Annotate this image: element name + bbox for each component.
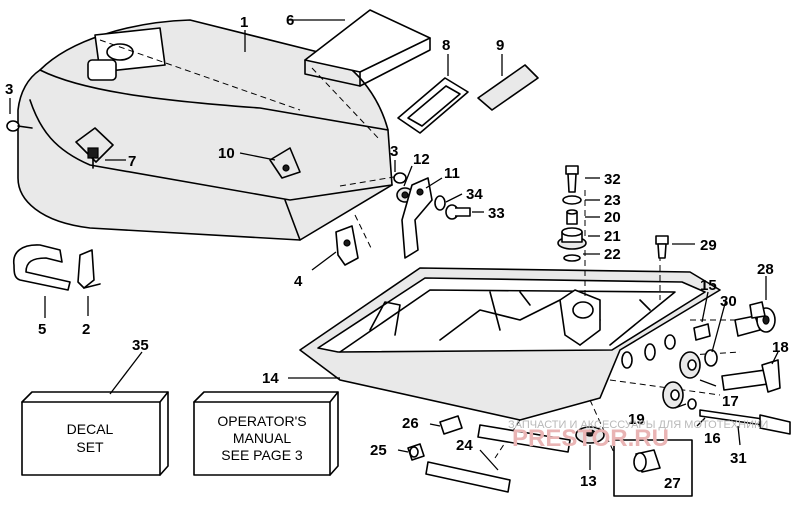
callout-29: 29 (700, 237, 717, 254)
leader-lines (9, 19, 779, 471)
callout-4: 4 (294, 273, 303, 290)
callout-16: 16 (704, 430, 721, 447)
callout-27: 27 (664, 475, 681, 492)
part-23-washer (562, 195, 582, 205)
part-5-handle (13, 244, 71, 291)
callout-13: 13 (580, 473, 597, 490)
callout-20: 20 (604, 209, 621, 226)
watermark: ЗАПЧАСТИ И АКСЕССУАРЫ ДЛЯ МОТОТЕХНИКИ PR… (508, 419, 768, 452)
part-27-clip-box (613, 439, 693, 497)
callout-11: 11 (444, 165, 460, 182)
decal-line-1: DECAL (67, 421, 114, 437)
part-11-latch (401, 177, 433, 259)
part-32-screw (565, 165, 579, 193)
part-24-tube-upper (477, 424, 571, 453)
part-8-grille (397, 77, 469, 134)
callout-14: 14 (262, 370, 279, 387)
decal-set-box: DECAL SET (21, 391, 169, 476)
part-17-grommet (679, 351, 701, 379)
engine-cover (17, 19, 393, 241)
part-33-pin (445, 204, 471, 220)
part-6-panel (304, 9, 431, 87)
watermark-text: ЗАПЧАСТИ И АКСЕССУАРЫ ДЛЯ МОТОТЕХНИКИ (508, 419, 768, 431)
part-34-washer (434, 195, 446, 211)
part-3-screw-left (6, 120, 33, 132)
lower-pan (299, 267, 721, 421)
callout-1: 1 (240, 14, 248, 31)
callout-28: 28 (757, 261, 774, 278)
callout-23: 23 (604, 192, 621, 209)
part-24-tube-lower (425, 461, 511, 493)
callout-12: 12 (413, 151, 430, 168)
callout-3-left: 3 (5, 81, 13, 98)
callout-7: 7 (128, 153, 136, 170)
part-28-fitting (734, 301, 776, 337)
part-29-screw (655, 235, 669, 259)
callout-22: 22 (604, 246, 621, 263)
callout-26: 26 (402, 415, 419, 432)
part-7-bolt (87, 147, 99, 169)
callout-15: 15 (700, 277, 717, 294)
callout-31: 31 (730, 450, 747, 467)
operators-manual-box: OPERATOR'S MANUAL SEE PAGE 3 (193, 391, 339, 476)
callout-32: 32 (604, 171, 621, 188)
callout-25: 25 (370, 442, 387, 459)
part-26-tube (439, 415, 463, 435)
part-21-grommet (557, 227, 587, 250)
part-13-grommet (575, 426, 605, 444)
callout-30: 30 (720, 293, 737, 310)
part-31-rod (699, 409, 791, 435)
callout-24: 24 (456, 437, 473, 454)
watermark-logo: PRESTOR.RU (512, 425, 669, 452)
part-16-ring (687, 398, 697, 410)
part-9-strip (477, 64, 539, 111)
manual-line-2: MANUAL (233, 430, 292, 446)
callout-18: 18 (772, 339, 789, 356)
callout-5: 5 (38, 321, 46, 338)
callout-19: 19 (628, 411, 645, 428)
part-2-bracket (77, 249, 101, 289)
part-4-bracket (335, 225, 359, 266)
part-18-lever (721, 359, 781, 393)
part-19-grommet (662, 381, 684, 409)
callout-labels: 1 2 3 3 4 5 6 7 8 9 10 11 12 13 14 15 16… (5, 12, 789, 492)
decal-line-2: SET (76, 439, 104, 455)
callout-21: 21 (604, 228, 621, 245)
part-3-screw-right (393, 172, 407, 184)
callout-9: 9 (496, 37, 504, 54)
part-20-bushing (566, 209, 578, 225)
callout-33: 33 (488, 205, 505, 222)
callout-34: 34 (466, 186, 483, 203)
part-22-washer (563, 254, 581, 262)
part-15-plug (693, 323, 711, 341)
callout-35: 35 (132, 337, 149, 354)
callout-3-right: 3 (390, 143, 398, 160)
callout-17: 17 (722, 393, 739, 410)
part-10-screw (282, 164, 290, 172)
manual-line-1: OPERATOR'S (217, 413, 306, 429)
part-30-washer (704, 349, 718, 367)
manual-line-3: SEE PAGE 3 (221, 447, 303, 463)
callout-2: 2 (82, 321, 90, 338)
callout-10: 10 (218, 145, 235, 162)
part-25-pin (407, 443, 425, 461)
callout-8: 8 (442, 37, 450, 54)
callout-6: 6 (286, 12, 294, 29)
